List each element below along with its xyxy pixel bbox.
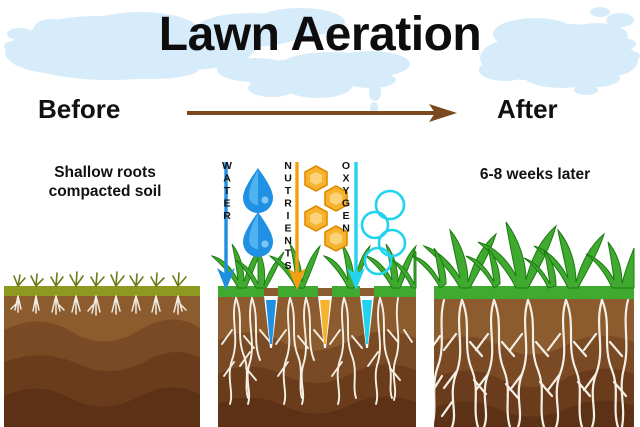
middle-turf-bands [218,286,416,297]
panel-before [4,271,200,427]
nutrients-label: NUTRIENTS [282,160,294,273]
before-shallow-roots [10,295,187,316]
circle-outline-icon [360,210,390,240]
water-drop-icon [243,168,273,213]
water-arrow-head-icon [217,268,235,290]
hexagon-icon [304,165,328,192]
before-caption-line1: Shallow roots [54,164,156,181]
water-input-group [217,162,273,290]
before-turf-band [4,286,200,296]
middle-soil [218,288,416,427]
cloud-shapes [4,7,640,114]
oxygen-bubble-group [360,189,407,276]
hexagon-icon [324,225,348,252]
before-caption-line2: compacted soil [48,183,162,200]
panel-middle [210,162,417,427]
before-grass-blades [13,271,187,287]
after-caption: 6-8 weeks later [479,166,591,183]
circle-outline-icon [374,189,406,221]
oxygen-arrow-head-icon [347,268,365,290]
before-label: Before [38,94,121,124]
water-label: WATER [221,160,233,223]
hexagon-icon [324,185,348,212]
before-caption: Shallow roots compacted soil [10,163,200,201]
hexagon-group [304,165,348,252]
nutrients-input-group [288,162,348,290]
after-soil [434,288,634,427]
oxygen-input-group [347,162,407,290]
hexagon-icon [304,205,328,232]
middle-deep-roots [221,297,413,405]
after-label: After [497,94,558,124]
water-drop-icon [243,212,273,257]
nutrients-arrow-head-icon [288,268,306,290]
after-turf-band [434,286,634,299]
panel-after [411,221,635,427]
circle-outline-icon [377,228,407,258]
after-grass-tufts [411,221,635,289]
page-title: Lawn Aeration [158,8,482,61]
after-deep-roots [434,298,630,427]
circle-outline-icon [363,246,393,276]
before-to-after-arrow-icon [187,104,457,122]
oxygen-label: OXYGEN [340,160,352,235]
aeration-holes [264,296,374,348]
